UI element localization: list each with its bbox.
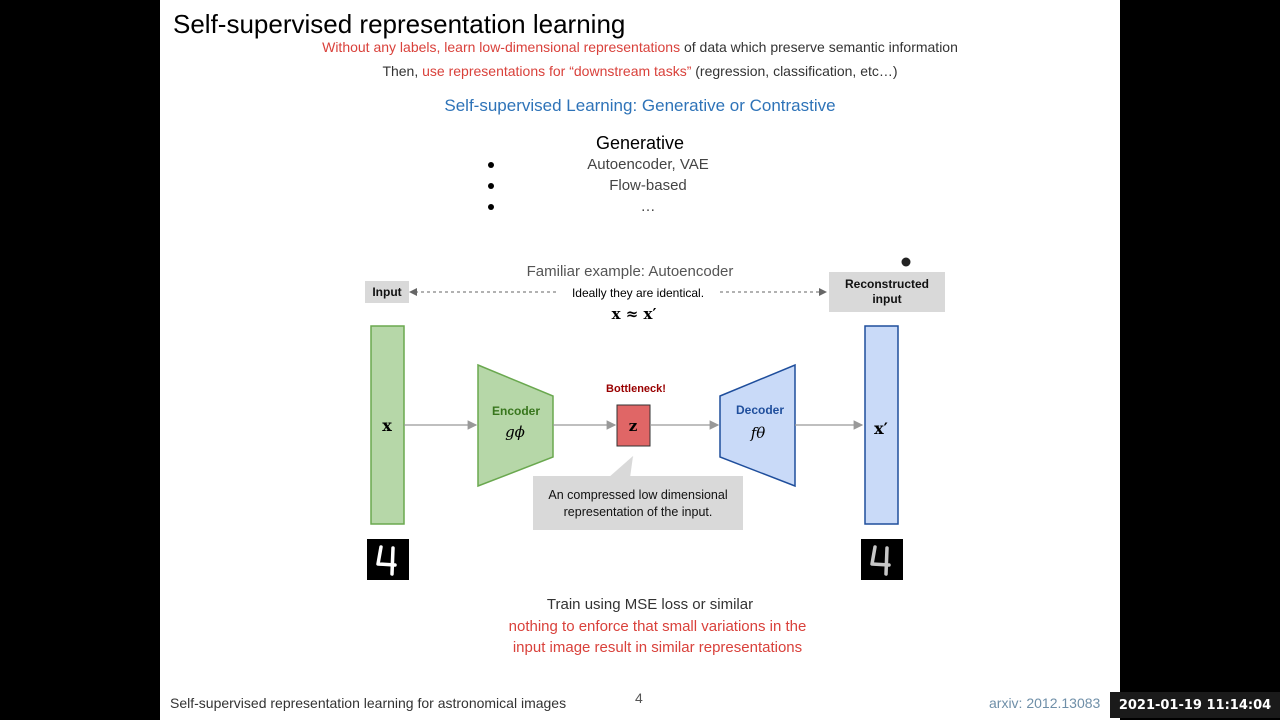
intro-line-2-highlight: use representations for “downstream task… <box>422 63 692 79</box>
intro-line-2: Then, use representations for “downstrea… <box>160 63 1120 79</box>
section-subtitle: Self-supervised Learning: Generative or … <box>444 96 836 115</box>
slide: Self-supervised representation learning … <box>160 0 1120 720</box>
callout-box <box>533 476 743 530</box>
intro-line-1: Without any labels, learn low-dimensiona… <box>160 39 1120 55</box>
x-prime-symbol: x′ <box>874 419 888 438</box>
decoder-block <box>719 363 796 488</box>
bottleneck-label: Bottleneck! <box>606 383 666 395</box>
generative-heading: Generative <box>595 133 685 153</box>
bullet-icon <box>488 162 494 168</box>
diagram-caption: Familiar example: Autoencoder <box>527 263 734 280</box>
callout-text-line-2: representation of the input. <box>564 505 713 519</box>
generative-item: Flow-based <box>609 177 687 194</box>
intro-line-1-highlight: Without any labels, learn low-dimensiona… <box>322 39 681 55</box>
reconstructed-digit-image <box>861 539 903 580</box>
bullet-icon <box>488 183 494 189</box>
encoder-block <box>477 363 554 488</box>
equation: x ≈ x′ <box>612 305 657 323</box>
slide-title: Self-supervised representation learning <box>173 9 626 39</box>
page-number: 4 <box>635 690 643 706</box>
encoder-label: Encoder <box>492 404 540 418</box>
train-note: Train using MSE loss or similar <box>546 596 754 613</box>
generative-item: … <box>640 198 656 215</box>
intro-line-2-prefix: Then, <box>382 63 423 79</box>
autoencoder-diagram: Familiar example: Autoencoder Ideally th… <box>370 257 911 530</box>
encoder-symbol: gϕ <box>505 423 525 441</box>
callout-text-line-1: An compressed low dimensional <box>548 488 727 502</box>
video-timestamp: 2021-01-19 11:14:04 <box>1110 692 1280 718</box>
z-symbol: z <box>629 417 638 435</box>
warning-line-2: input image result in similar representa… <box>512 639 803 656</box>
generative-item: Autoencoder, VAE <box>587 156 709 173</box>
arxiv-reference: arxiv: 2012.13083 <box>989 695 1101 711</box>
pointer-cursor-icon <box>901 257 911 267</box>
bullet-icon <box>488 204 494 210</box>
decoder-label: Decoder <box>736 403 784 417</box>
intro-line-1-rest: of data which preserve semantic informat… <box>680 39 958 55</box>
input-label: Input <box>365 281 409 303</box>
input-digit-image <box>367 539 409 580</box>
decoder-symbol: fθ <box>750 424 766 442</box>
footer-title: Self-supervised representation learning … <box>170 695 567 711</box>
reconstructed-input-label: Reconstructed input <box>829 272 945 312</box>
identical-note: Ideally they are identical. <box>572 286 704 300</box>
bottleneck-z-box <box>616 404 651 447</box>
x-symbol: x <box>382 416 392 435</box>
output-bar <box>864 325 899 525</box>
intro-line-2-suffix: (regression, classification, etc…) <box>691 63 898 79</box>
callout-pointer-2 <box>608 456 633 478</box>
warning-line-1: nothing to enforce that small variations… <box>508 618 807 635</box>
